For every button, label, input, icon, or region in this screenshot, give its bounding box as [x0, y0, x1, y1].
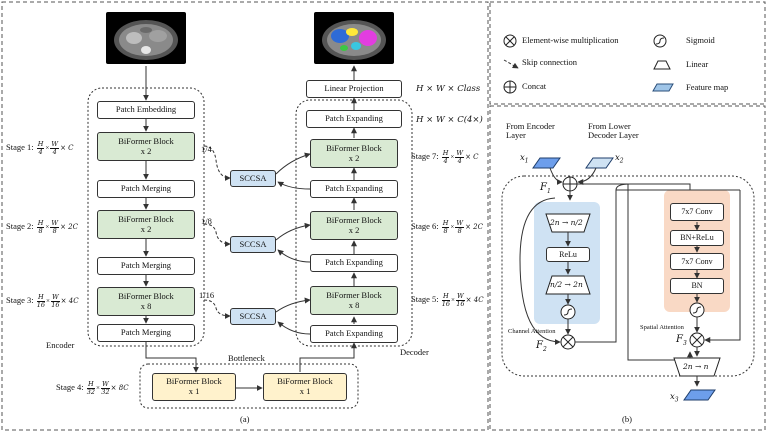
feature-map-icon	[652, 83, 674, 92]
ca-linear2-label: n/2 → 2n	[550, 280, 583, 289]
legend-concat-label: Concat	[522, 81, 547, 91]
ratio-1-8: 1/8	[201, 216, 212, 226]
patch-embedding-box: Patch Embedding	[97, 101, 195, 119]
decoder-label: Decoder	[400, 347, 429, 357]
panel-a-frame	[1, 1, 489, 431]
patch-expanding-7: Patch Expanding	[310, 180, 398, 198]
x3-feature-map	[683, 389, 716, 401]
x1-feature-map	[532, 157, 561, 169]
sa-bnrelu-box: BN+ReLu	[670, 230, 724, 246]
legend-sigmoid-label: Sigmoid	[686, 35, 715, 45]
legend-linear-label: Linear	[686, 59, 709, 69]
out-linear-shape	[673, 357, 721, 377]
f3-label: F3	[676, 334, 687, 347]
patch-merging-2: Patch Merging	[97, 257, 195, 275]
panel-a-caption: (a)	[240, 414, 250, 424]
f2-label: F2	[536, 340, 547, 353]
ca-relu-box: ReLu	[546, 247, 590, 262]
sa-conv2-box: 7x7 Conv	[670, 253, 724, 270]
output-segmentation-image	[314, 12, 394, 64]
patch-merging-1: Patch Merging	[97, 180, 195, 198]
sccsa-box-3: SCCSA	[230, 308, 276, 325]
channel-attention-label: Channel Attention	[508, 328, 556, 335]
sccsa-module-frame	[501, 175, 755, 377]
x2-label: x2	[615, 153, 624, 165]
x1-label: x1	[520, 153, 529, 165]
ca-linear1-shape	[545, 213, 591, 233]
output-c4-dims: H × W × C(4×)	[416, 115, 483, 125]
patch-merging-3: Patch Merging	[97, 324, 195, 342]
ratio-1-4: 1/4	[201, 144, 212, 154]
legend-frame	[489, 1, 766, 105]
bottleneck-group	[139, 363, 359, 409]
out-linear-label: 2n → n	[683, 362, 709, 371]
legend-mult-label: Element-wise multiplication	[522, 35, 619, 45]
spatial-attention-label: Spatial Attention	[640, 324, 684, 331]
panel-b-caption: (b)	[622, 414, 632, 424]
ratio-1-16: 1/16	[199, 290, 215, 300]
linear-projection-box: Linear Projection	[306, 80, 402, 98]
output-class-dims: H × W × Class	[416, 84, 481, 94]
encoder-label: Encoder	[46, 340, 75, 350]
linear-icon	[653, 60, 671, 70]
sa-conv1-box: 7x7 Conv	[670, 203, 724, 221]
x2-feature-map	[585, 157, 614, 169]
legend-skip-label: Skip connection	[522, 57, 578, 67]
skip-icon	[503, 59, 519, 69]
patch-expanding-5: Patch Expanding	[310, 325, 398, 343]
sccsa-box-2: SCCSA	[230, 236, 276, 253]
sa-bn-box: BN	[670, 278, 724, 294]
patch-expanding-6: Patch Expanding	[310, 254, 398, 272]
panel-b-frame	[489, 105, 766, 431]
ca-linear2-shape	[545, 275, 591, 295]
patch-expanding-top: Patch Expanding	[306, 110, 402, 128]
legend-feature-map-label: Feature map	[686, 82, 729, 92]
sccsa-box-1: SCCSA	[230, 170, 276, 187]
f1-label: F1	[540, 182, 551, 195]
input-ct-image	[106, 12, 186, 64]
x3-label: x3	[670, 392, 679, 404]
bottleneck-label: Bottleneck	[228, 353, 265, 363]
ca-linear1-label: 2n → n/2	[550, 218, 583, 227]
